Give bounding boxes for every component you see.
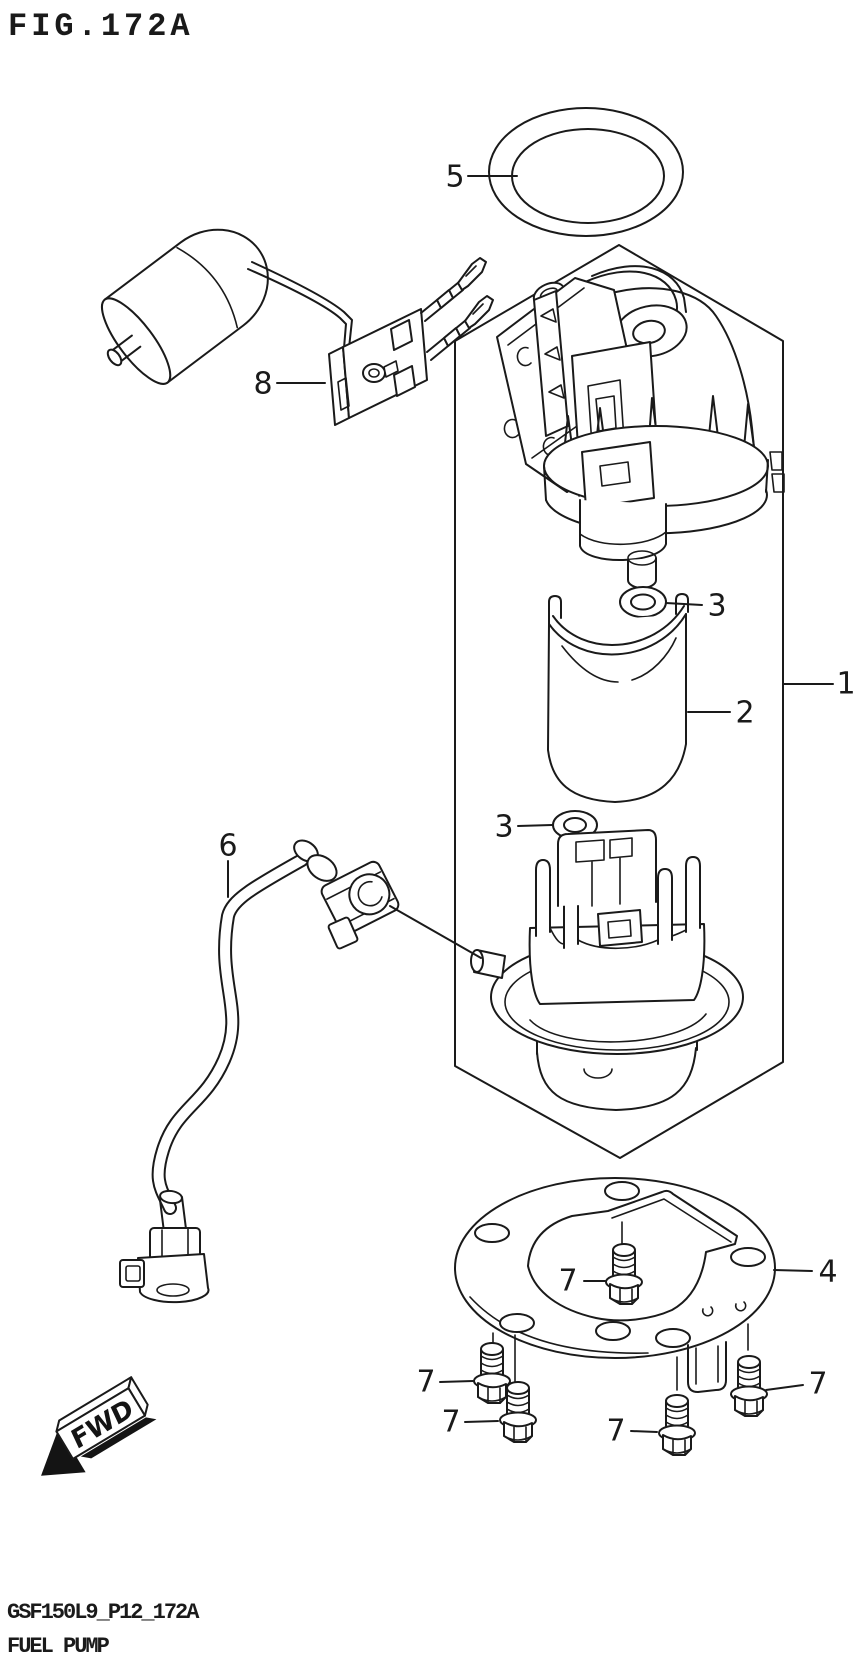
callout-part5: 5 [445, 159, 465, 195]
callout-part2: 2 [735, 695, 755, 731]
part5-large-o-ring [488, 107, 684, 237]
fwd-direction-badge: FWD [41, 1376, 157, 1476]
callout-part6: 6 [218, 828, 238, 864]
part8-fuel-level-sender [100, 228, 494, 426]
callout-part3-lower: 3 [494, 809, 514, 845]
part2-pump-case [547, 593, 689, 803]
bolt-left-upper [473, 1342, 511, 1404]
callout-part7-left-upper: 7 [416, 1364, 436, 1400]
fuel-pump-holder [470, 829, 744, 1111]
callout-part3-upper: 3 [707, 588, 727, 624]
callout-part7-right: 7 [808, 1366, 828, 1402]
part6-fuel-hose [119, 839, 482, 1304]
callout-part7-center: 7 [558, 1263, 578, 1299]
callout-part1: 1 [836, 666, 854, 702]
callout-part8: 8 [253, 366, 273, 402]
callout-part4: 4 [818, 1254, 838, 1290]
fuel-pump-collar [543, 395, 785, 535]
leader-lines [227, 175, 834, 1433]
part3-upper-o-ring [619, 586, 667, 618]
callout-part7-left-lower: 7 [441, 1404, 461, 1440]
fuel-pump-head [496, 265, 757, 497]
figure-name: FUEL PUMP [7, 1634, 110, 1659]
bolt-right [730, 1355, 768, 1417]
figure-title: FIG.172A [8, 8, 194, 45]
part4-mounting-plate [454, 1177, 776, 1393]
part7-bolts [473, 1221, 768, 1456]
figure-code: GSF150L9_P12_172A [7, 1600, 199, 1625]
bolt-bottom [658, 1394, 696, 1456]
callout-part7-bottom: 7 [606, 1413, 626, 1449]
fuel-pump-lower-body [579, 499, 667, 589]
